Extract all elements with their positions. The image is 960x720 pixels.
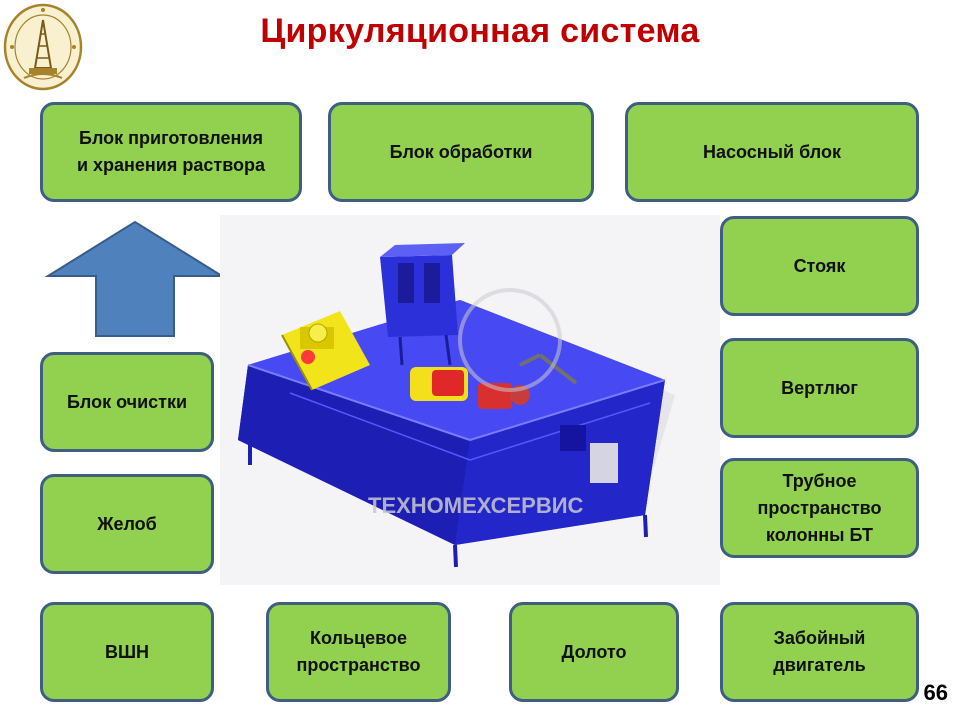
annulus-block: Кольцевое пространство [266, 602, 451, 702]
pipe-space-block: Трубное пространство колонны БТ [720, 458, 919, 558]
prep-storage-block: Блок приготовления и хранения раствора [40, 102, 302, 202]
gutter-block: Желоб [40, 474, 214, 574]
drill-bit-block: Долото [509, 602, 679, 702]
page-number: 66 [923, 680, 948, 705]
up-arrow-icon [44, 220, 226, 337]
university-logo [3, 3, 83, 91]
slide-title: Циркуляционная система [260, 12, 700, 50]
watermark-text: ТЕХНОМЕХСЕРВИС [368, 493, 584, 518]
swivel-block: Вертлюг [720, 338, 919, 438]
circulation-system-illustration: ТЕХНОМЕХСЕРВИС [220, 215, 720, 585]
cleaning-block: Блок очистки [40, 352, 214, 452]
standpipe-block: Стояк [720, 216, 919, 316]
treatment-block: Блок обработки [328, 102, 594, 202]
downhole-motor-block: Забойный двигатель [720, 602, 919, 702]
pump-block: Насосный блок [625, 102, 919, 202]
vshn-block: ВШН [40, 602, 214, 702]
